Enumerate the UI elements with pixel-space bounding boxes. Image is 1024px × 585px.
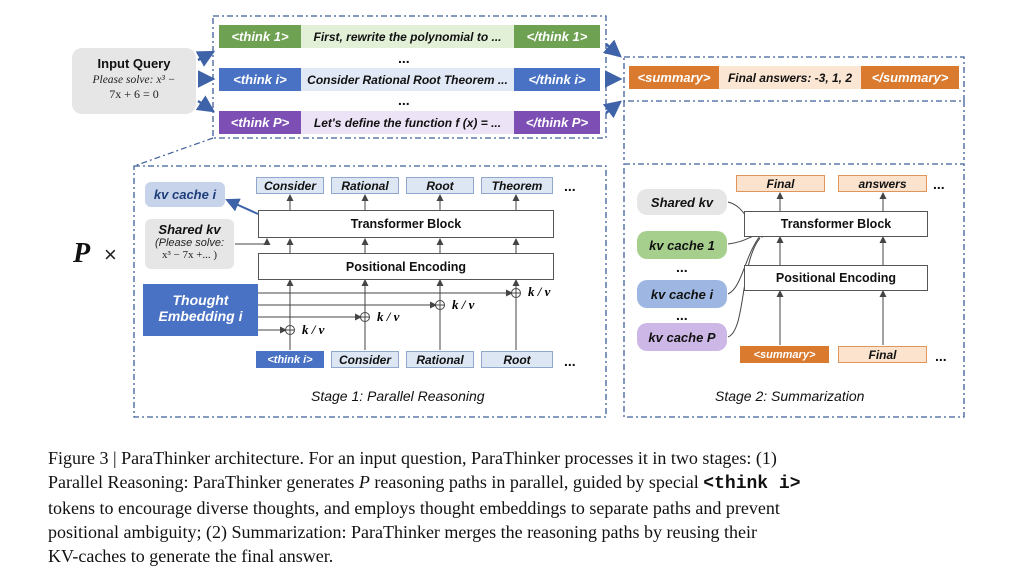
- kv-label: k / v: [452, 297, 475, 312]
- stage2-transformer-block: Transformer Block: [744, 211, 928, 237]
- caption-variable-p: P: [358, 472, 370, 492]
- stage1-output-token: Root: [406, 177, 474, 194]
- stage1-positional-encoding: Positional Encoding: [258, 253, 554, 280]
- path-1-open-tag: <think 1>: [219, 25, 301, 48]
- thought-embedding-line2: Embedding i: [158, 308, 243, 324]
- path-i-open-tag: <think i>: [219, 68, 301, 91]
- figure-caption: Figure 3 | ParaThinker architecture. For…: [48, 446, 1008, 568]
- stage2-ellipsis-2: ...: [676, 307, 688, 323]
- stage2-output-token: Final: [736, 175, 825, 192]
- stage2-frame: [623, 163, 965, 418]
- summary-text: Final answers: -3, 1, 2: [719, 66, 861, 89]
- caption-line-4: positional ambiguity; (2) Summarization:…: [48, 522, 758, 542]
- stage1-shared-kv: Shared kv (Please solve: x³ − 7x +... ): [145, 219, 234, 269]
- caption-line-2: Parallel Reasoning: ParaThinker generate…: [48, 470, 1008, 496]
- stage2-input-ellipsis: ...: [935, 348, 947, 364]
- stage1-transformer-block: Transformer Block: [258, 210, 554, 238]
- shared-kv-sub2: x³ − 7x +... ): [161, 249, 218, 261]
- summary-frame: [623, 56, 965, 102]
- input-query-box: Input Query Please solve: x³ − 7x + 6 = …: [72, 48, 196, 114]
- path-ellipsis-2: ...: [398, 92, 410, 108]
- path-p-close-tag: </think P>: [514, 111, 600, 134]
- caption-line-2a: Parallel Reasoning: ParaThinker generate…: [48, 472, 359, 492]
- stage2-input-token: Final: [838, 346, 927, 363]
- stage1-frame: [133, 165, 607, 418]
- summary-close-tag: </summary>: [861, 66, 959, 89]
- stage1-input-token: Root: [481, 351, 553, 368]
- summary-open-tag: <summary>: [629, 66, 719, 89]
- caption-line-1: Figure 3 | ParaThinker architecture. For…: [48, 448, 777, 468]
- path-p-open-tag: <think P>: [219, 111, 301, 134]
- stage2-kv-cache-i: kv cache i: [637, 280, 727, 308]
- kv-label: k / v: [528, 284, 551, 299]
- stage1-output-ellipsis: ...: [564, 178, 576, 194]
- stage2-kv-cache-1: kv cache 1: [637, 231, 727, 259]
- path-1-text: First, rewrite the polynomial to ...: [301, 25, 514, 48]
- stage2-output-token: answers: [838, 175, 927, 192]
- caption-line-2b: reasoning paths in parallel, guided by s…: [369, 472, 704, 492]
- path-p-text: Let's define the function f (x) = ...: [301, 111, 514, 134]
- stage1-kv-cache-i: kv cache i: [145, 182, 225, 207]
- stage1-input-token: Rational: [406, 351, 474, 368]
- stage2-ellipsis-1: ...: [676, 259, 688, 275]
- stage1-label: Stage 1: Parallel Reasoning: [311, 388, 485, 404]
- thought-embedding-box: Thought Embedding i: [143, 284, 258, 336]
- stage1-output-token: Consider: [256, 177, 324, 194]
- multiplier-p: P: [73, 238, 91, 269]
- thought-embedding-line1: Thought: [172, 292, 229, 308]
- input-query-line1: Please solve: x³ −: [92, 74, 176, 86]
- input-query-line2: 7x + 6 = 0: [109, 87, 159, 101]
- kv-label: k / v: [377, 309, 400, 324]
- stage2-positional-encoding: Positional Encoding: [744, 265, 928, 291]
- stage1-input-token: Consider: [331, 351, 399, 368]
- stage1-input-ellipsis: ...: [564, 353, 576, 369]
- path-1-close-tag: </think 1>: [514, 25, 600, 48]
- stage1-output-token: Rational: [331, 177, 399, 194]
- stage1-output-token: Theorem: [481, 177, 553, 194]
- stage2-input-token-summary: <summary>: [740, 346, 829, 363]
- stage2-label: Stage 2: Summarization: [715, 388, 865, 404]
- shared-kv-sub1: (Please solve:: [154, 237, 225, 249]
- path-i-close-tag: </think i>: [514, 68, 600, 91]
- caption-think-token: <think i>: [703, 474, 801, 494]
- shared-kv-title: Shared kv: [158, 222, 221, 237]
- stage2-kv-cache-p: kv cache P: [637, 323, 727, 351]
- stage1-input-token-think: <think i>: [256, 351, 324, 368]
- multiplier-times: ×: [104, 242, 117, 267]
- caption-line-3: tokens to encourage diverse thoughts, an…: [48, 498, 780, 518]
- stage2-output-ellipsis: ...: [933, 176, 945, 192]
- path-ellipsis-1: ...: [398, 50, 410, 66]
- stage2-shared-kv: Shared kv: [637, 189, 727, 215]
- caption-line-5: KV-caches to generate the final answer.: [48, 546, 334, 566]
- path-i-text: Consider Rational Root Theorem ...: [301, 68, 514, 91]
- kv-label: k / v: [302, 322, 325, 337]
- input-query-title: Input Query: [97, 56, 171, 71]
